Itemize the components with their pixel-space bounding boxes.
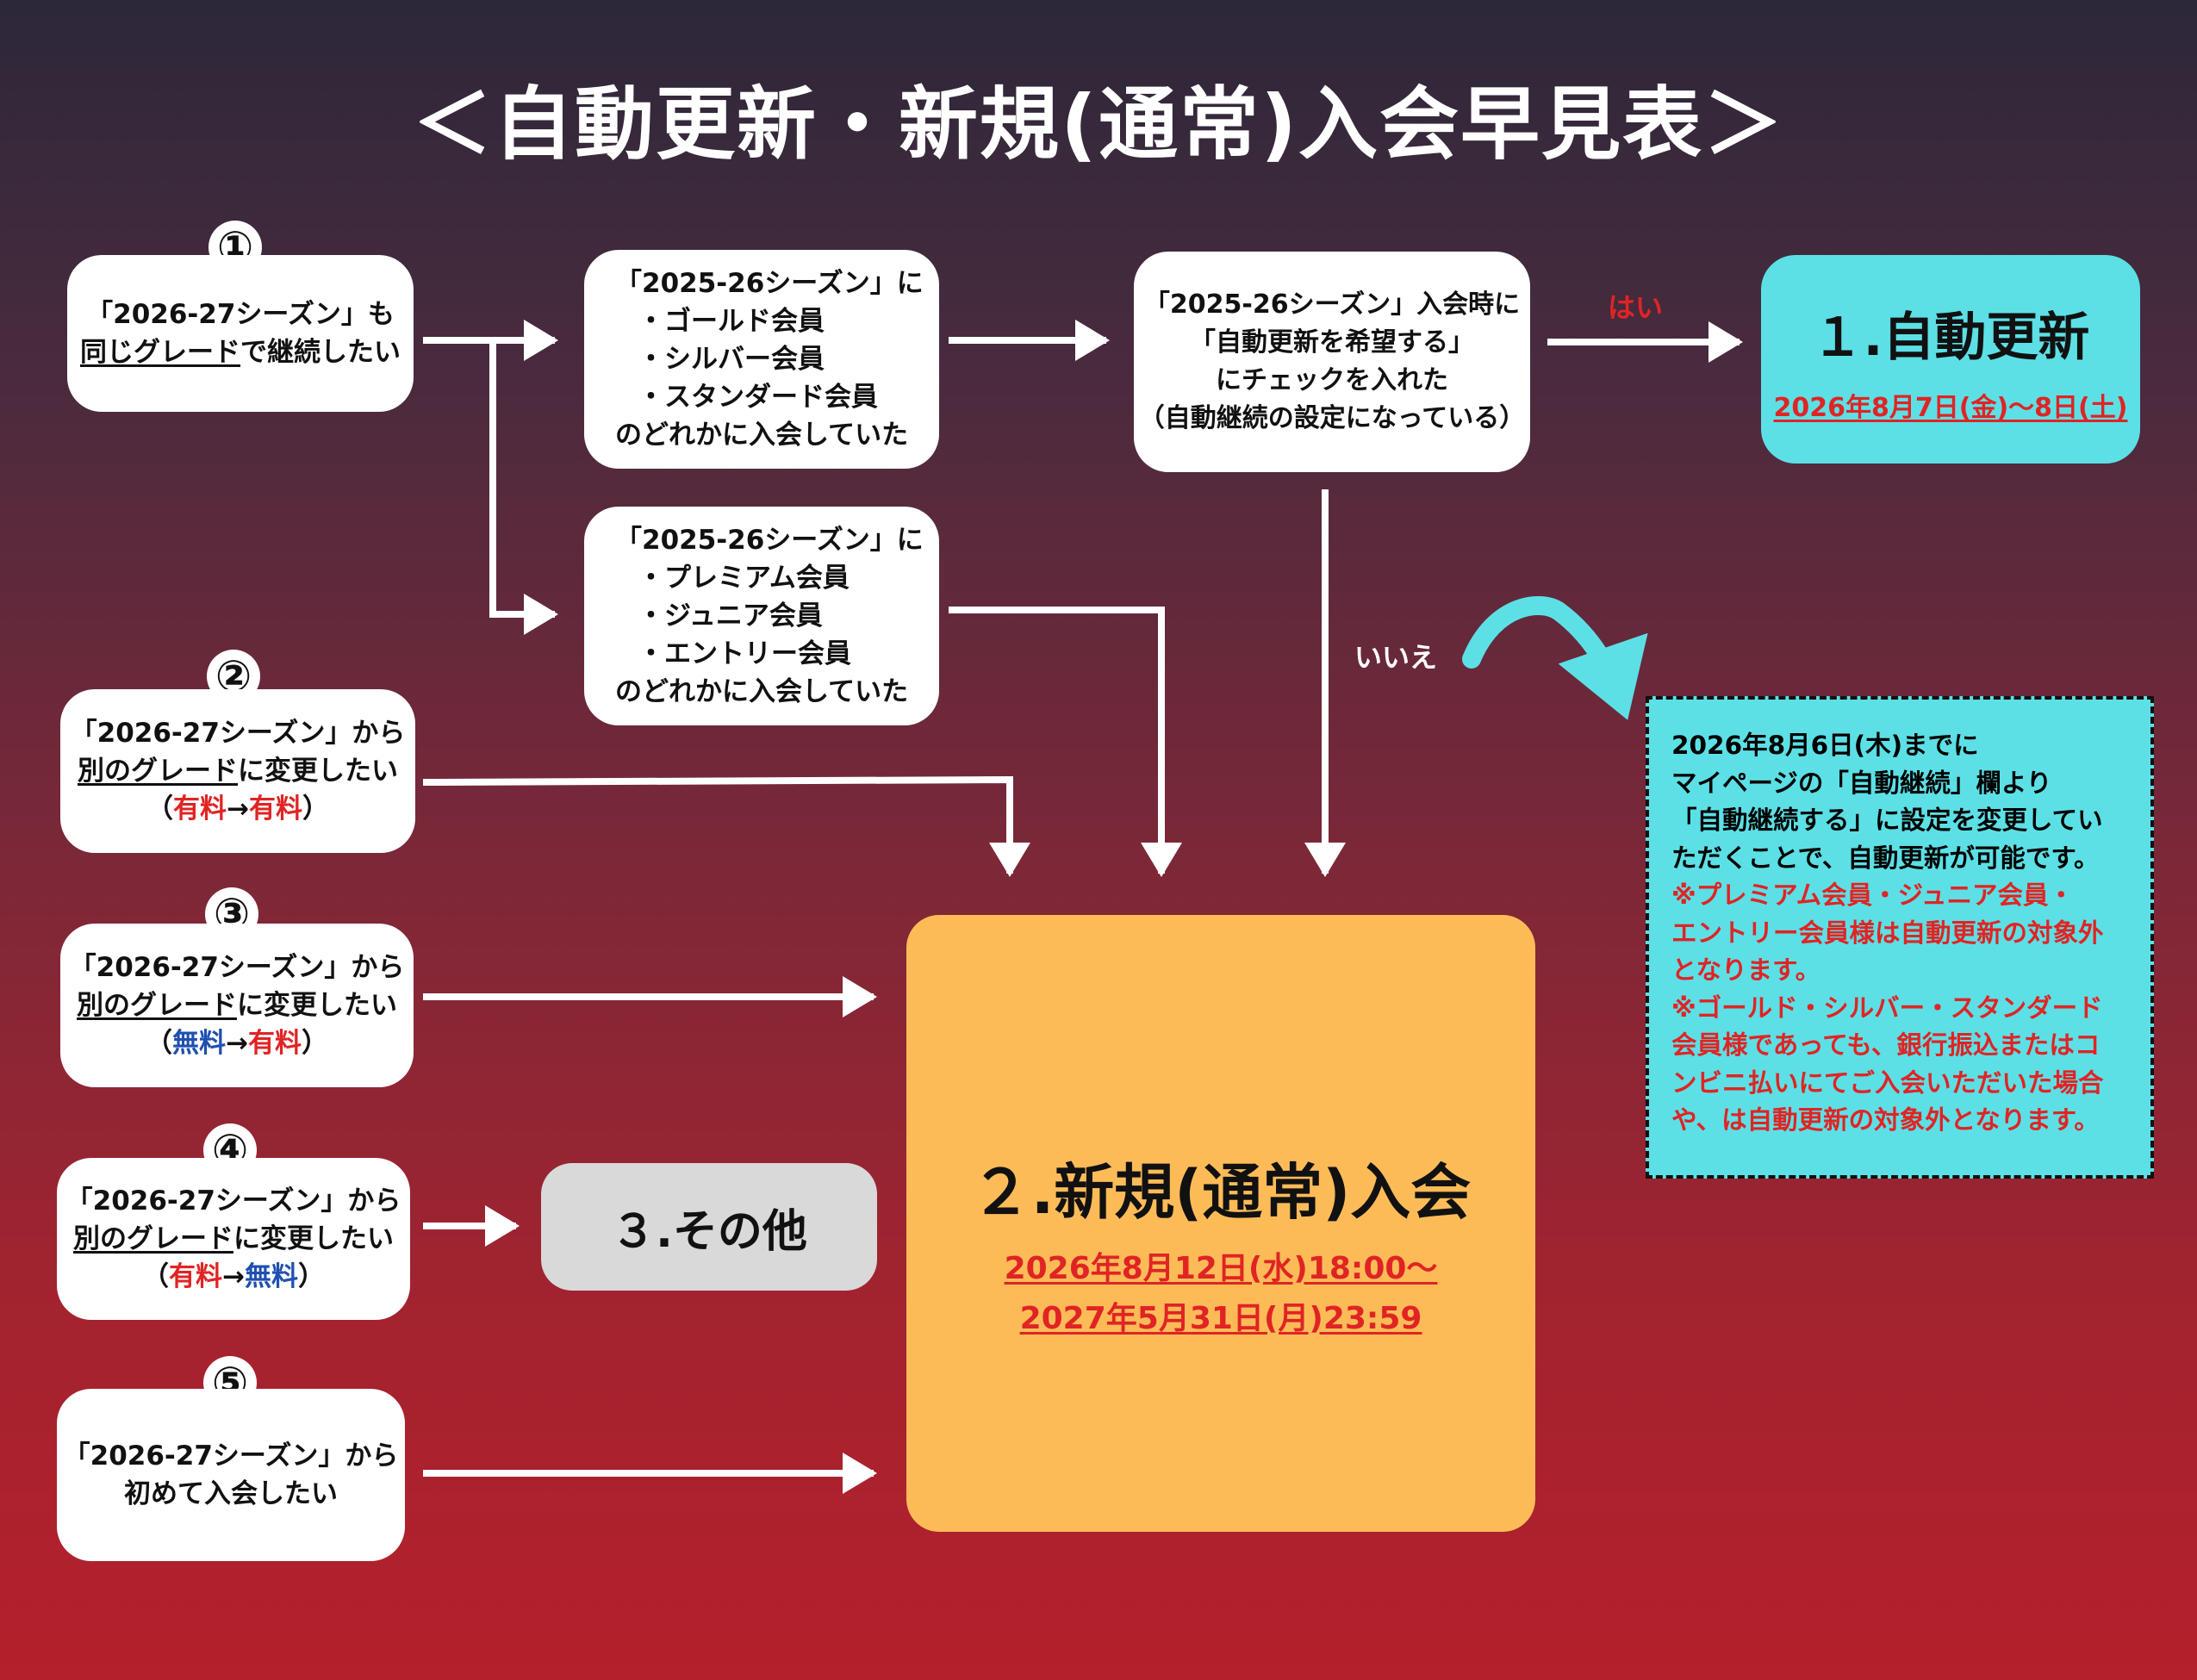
mid-bottom-last: のどれかに入会していた — [615, 676, 909, 707]
check-line: 「2025-26シーズン」入会時に — [1143, 289, 1521, 320]
note-warning-line: エントリー会員様は自動更新の対象外 — [1671, 918, 2104, 948]
source-4-line2: に変更したい — [233, 1223, 394, 1254]
mid-box-bottom: 「2025-26シーズン」に ・プレミアム会員 ・ジュニア会員 ・エントリー会員… — [584, 507, 939, 725]
mid-top-line1: 「2025-26シーズン」に — [615, 268, 924, 299]
paren-close: ） — [301, 1028, 328, 1059]
mid-top-item: ・シルバー会員 — [638, 344, 825, 375]
source-box-1: 「2026-27シーズン」も 同じグレードで継続したい — [67, 255, 414, 412]
source-2-underline: 別のグレード — [78, 756, 238, 787]
yes-label: はい — [1608, 291, 1664, 324]
source-1-underline: 同じグレード — [80, 337, 240, 368]
paren-open: （ — [146, 793, 173, 824]
result-1-date: 2026年8月7日(金)～8日(土) — [1773, 392, 2128, 423]
mid-bottom-line1: 「2025-26シーズン」に — [615, 525, 924, 556]
note-line: 「自動継続する」に設定を変更してい — [1671, 806, 2103, 835]
source-3-to: 有料 — [247, 1028, 302, 1059]
mid-top-item: ・ゴールド会員 — [638, 306, 825, 337]
source-2-from: 有料 — [173, 793, 227, 824]
check-box: 「2025-26シーズン」入会時に 「自動更新を希望する」 にチェックを入れた … — [1134, 252, 1530, 472]
note-warning-line: ※プレミアム会員・ジュニア会員・ — [1671, 880, 2075, 910]
note-line: ただくことで、自動更新が可能です。 — [1671, 843, 2100, 873]
result-2-title: ２.新規(通常)入会 — [970, 1156, 1472, 1228]
mid-bottom-item: ・エントリー会員 — [638, 638, 851, 669]
arrow-glyph: → — [226, 1028, 248, 1059]
note-warning-line: となります。 — [1671, 955, 1821, 985]
source-4-line1: 「2026-27シーズン」から — [65, 1185, 401, 1216]
source-4-from: 有料 — [169, 1261, 222, 1292]
check-line: 「自動更新を希望する」 — [1190, 327, 1474, 358]
mid-box-top: 「2025-26シーズン」に ・ゴールド会員 ・シルバー会員 ・スタンダード会員… — [584, 250, 939, 469]
arrow-mid-bottom-to-new — [949, 607, 1182, 877]
curved-arrow — [1462, 596, 1648, 720]
no-label: いいえ — [1354, 641, 1438, 674]
source-1-line1: 「2026-27シーズン」も — [86, 299, 395, 330]
source-4-underline: 別のグレード — [73, 1223, 233, 1254]
arrow-src2-to-new — [422, 775, 1030, 877]
source-3-underline: 別のグレード — [77, 990, 237, 1021]
result-3-title: ３.その他 — [611, 1205, 807, 1258]
note-warning-line: ※ゴールド・シルバー・スタンダード — [1671, 992, 2103, 1023]
result-box-auto-renewal: １.自動更新 2026年8月7日(金)～8日(土) — [1761, 255, 2140, 464]
source-2-to: 有料 — [248, 793, 302, 824]
source-4-to: 無料 — [244, 1261, 298, 1292]
note-line: 2026年8月6日(木)までに — [1671, 731, 1979, 760]
source-5-line1: 「2026-27シーズン」から — [63, 1440, 399, 1472]
note-box: 2026年8月6日(木)までに マイページの「自動継続」欄より 「自動継続する」… — [1646, 696, 2154, 1179]
source-box-5: 「2026-27シーズン」から 初めて入会したい — [57, 1389, 405, 1561]
note-warning-line: や、は自動更新の対象外となります。 — [1671, 1105, 2100, 1135]
arrow-glyph: → — [222, 1261, 245, 1292]
mid-top-item: ・スタンダード会員 — [638, 382, 878, 413]
arrow-src1-to-mid-bottom — [489, 337, 558, 635]
note-warning-line: ンビニ払いにてご入会いただいた場合 — [1671, 1067, 2104, 1098]
source-3-line1: 「2026-27シーズン」から — [69, 952, 405, 983]
source-2-line1: 「2026-27シーズン」から — [70, 718, 406, 749]
check-line: （自動継続の設定になっている） — [1138, 403, 1526, 433]
mid-bottom-item: ・ジュニア会員 — [638, 600, 823, 632]
source-3-from: 無料 — [172, 1028, 226, 1059]
source-2-line2: に変更したい — [238, 756, 398, 787]
source-1-line2: で継続したい — [240, 337, 401, 368]
note-line: マイページの「自動継続」欄より — [1671, 768, 2052, 798]
paren-open: （ — [146, 1028, 172, 1059]
source-5-line2: 初めて入会したい — [124, 1478, 338, 1509]
paren-open: （ — [142, 1261, 169, 1292]
source-box-4: 「2026-27シーズン」から 別のグレードに変更したい （有料→無料） — [57, 1158, 410, 1320]
source-box-3: 「2026-27シーズン」から 別のグレードに変更したい （無料→有料） — [60, 924, 414, 1087]
result-2-date-end: 2027年5月31日(月)23:59 — [1019, 1300, 1422, 1336]
source-3-line2: に変更したい — [237, 990, 397, 1021]
result-box-new-membership: ２.新規(通常)入会 2026年8月12日(水)18:00～ 2027年5月31… — [906, 915, 1535, 1532]
result-box-other: ３.その他 — [541, 1163, 877, 1291]
page-title: ＜自動更新・新規(通常)入会早見表＞ — [412, 78, 1785, 171]
mid-top-last: のどれかに入会していた — [615, 420, 909, 451]
mid-bottom-item: ・プレミアム会員 — [638, 563, 850, 594]
check-line: にチェックを入れた — [1216, 365, 1448, 395]
note-warning-line: 会員様であっても、銀行振込またはコ — [1671, 1030, 2101, 1060]
arrow-glyph: → — [227, 793, 249, 824]
result-2-date-start: 2026年8月12日(水)18:00～ — [1004, 1250, 1438, 1286]
result-1-title: １.自動更新 — [1811, 307, 2090, 368]
paren-close: ） — [297, 1261, 325, 1292]
source-box-2: 「2026-27シーズン」から 別のグレードに変更したい （有料→有料） — [60, 689, 415, 853]
paren-close: ） — [302, 793, 329, 824]
